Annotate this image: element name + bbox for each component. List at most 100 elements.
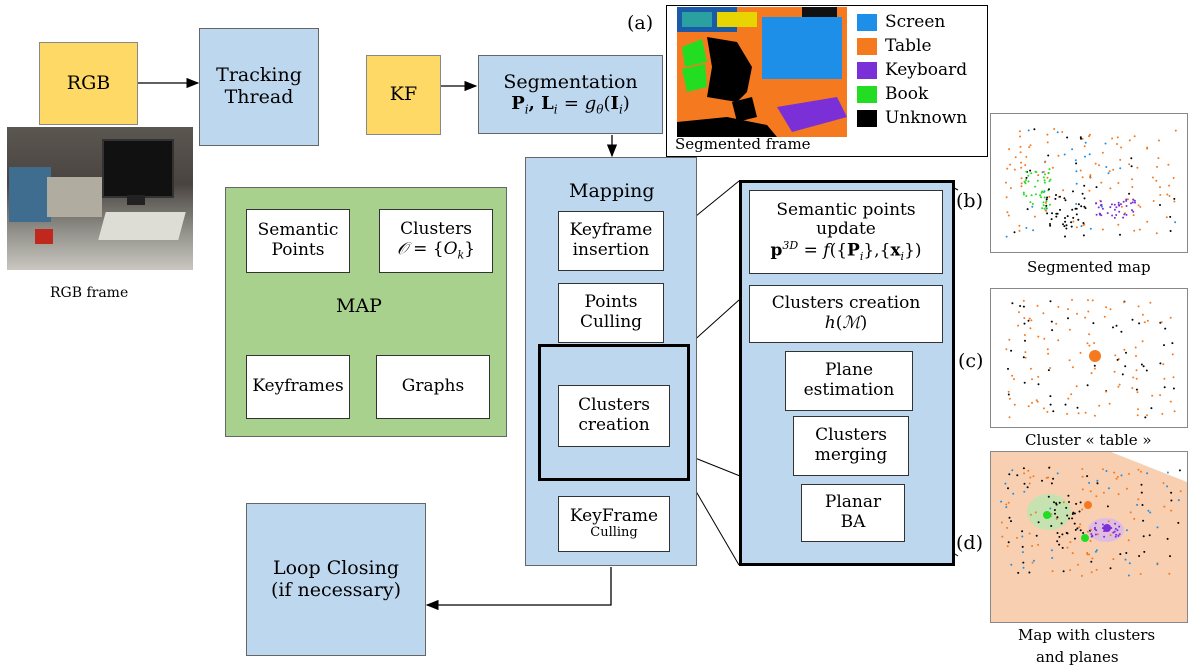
legend-item: Screen [857, 12, 945, 32]
point-cloud-dot [1163, 344, 1165, 347]
point-cloud-dot [1048, 466, 1051, 469]
point-cloud-dot [1123, 301, 1126, 304]
point-cloud-dot [1067, 397, 1070, 400]
point-cloud-dot [1149, 511, 1152, 514]
point-cloud-dot [1064, 403, 1067, 406]
point-cloud-dot [1070, 393, 1073, 396]
point-cloud-dot [1096, 533, 1099, 536]
point-cloud-dot [1128, 472, 1130, 475]
point-cloud-dot [1028, 532, 1031, 535]
point-cloud-dot [1088, 135, 1090, 138]
point-cloud-dot [1084, 207, 1087, 210]
point-cloud-dot [1156, 165, 1158, 168]
loop-closing-label-1: Loop Closing [273, 556, 399, 579]
clusters-creation-left-label-2: creation [578, 415, 650, 435]
point-cloud-dot [1168, 184, 1171, 187]
point-cloud-dot [1127, 574, 1130, 577]
point-cloud-dot [1170, 491, 1173, 494]
point-cloud-dot [1081, 192, 1084, 195]
point-cloud-dot [1066, 215, 1069, 218]
point-cloud-dot [1055, 212, 1058, 215]
legend-item: Book [857, 84, 928, 104]
point-cloud-dot [1133, 517, 1136, 520]
point-cloud-dot [1089, 227, 1092, 230]
clusters-merging-box: Clusters merging [793, 416, 909, 476]
point-cloud-dot [1066, 514, 1069, 517]
point-cloud-dot [1058, 543, 1061, 546]
point-cloud-dot [1179, 490, 1182, 493]
point-cloud-dot [1063, 197, 1066, 200]
point-cloud-dot [1137, 498, 1140, 501]
point-cloud-dot [1073, 512, 1076, 515]
point-cloud-dot [1074, 159, 1077, 162]
point-cloud-dot [1083, 184, 1086, 187]
point-cloud-dot [1156, 526, 1159, 529]
point-cloud-dot [1046, 196, 1049, 199]
point-cloud-dot [1028, 482, 1031, 485]
point-cloud-dot [1117, 182, 1120, 184]
point-cloud-dot [1115, 324, 1118, 327]
point-cloud-dot [1142, 519, 1145, 522]
point-cloud-dot [1103, 315, 1106, 318]
point-cloud-dot [1076, 527, 1079, 530]
semantic-points-label-1: Semantic [257, 220, 339, 241]
point-cloud-dot [1082, 532, 1085, 534]
point-cloud-dot [1007, 501, 1010, 504]
point-cloud-dot [1095, 568, 1098, 571]
point-cloud-dot [1062, 223, 1064, 226]
point-cloud-dot [1013, 403, 1016, 406]
point-cloud-dot [1074, 207, 1077, 210]
point-cloud-dot [1108, 402, 1111, 405]
point-cloud-dot [1169, 215, 1172, 218]
point-cloud-dot [1056, 472, 1059, 475]
point-cloud-dot [1083, 145, 1086, 148]
point-cloud-dot [1133, 199, 1136, 202]
point-cloud-dot [1022, 467, 1025, 470]
point-cloud-dot [1143, 321, 1146, 324]
point-cloud-dot [1065, 227, 1068, 230]
point-cloud-dot [1090, 571, 1093, 574]
point-cloud-dot [1159, 193, 1162, 196]
point-cloud-dot [1166, 537, 1169, 540]
point-cloud-dot [1113, 208, 1116, 211]
point-cloud-dot [1075, 226, 1078, 229]
point-cloud-dot [1067, 308, 1069, 311]
point-cloud-dot [1136, 166, 1139, 169]
point-cloud-dot [1036, 179, 1039, 182]
point-cloud-dot [1075, 182, 1078, 185]
point-cloud-dot [1114, 527, 1117, 530]
keyframe-insertion-box: Keyframe insertion [558, 211, 664, 271]
point-cloud-dot [1116, 136, 1119, 139]
point-cloud-dot [1056, 532, 1059, 534]
label-a: (a) [627, 12, 654, 34]
point-cloud-dot [1079, 529, 1082, 532]
point-cloud-dot [1089, 540, 1092, 542]
point-cloud-dot [1072, 216, 1075, 219]
point-cloud-dot [1049, 367, 1052, 369]
point-cloud-dot [1170, 509, 1173, 512]
point-cloud-dot [1109, 206, 1112, 209]
point-cloud-dot [1159, 186, 1161, 189]
point-cloud-dot [1077, 563, 1079, 566]
point-cloud-dot [1117, 385, 1120, 388]
point-cloud-dot [1109, 567, 1112, 570]
point-cloud-dot [1030, 319, 1033, 322]
point-cloud-dot [1047, 154, 1050, 157]
point-cloud-dot [1101, 228, 1104, 231]
point-cloud-dot [1014, 156, 1017, 159]
label-b: (b) [956, 190, 983, 212]
legend: Screen Table Keyboard Book Unknown [857, 12, 987, 132]
point-cloud-dot [1075, 202, 1078, 205]
point-cloud-dot [1075, 162, 1078, 165]
rgb-box: RGB [39, 42, 138, 125]
tracking-label-1: Tracking [216, 64, 302, 87]
point-cloud-dot [1119, 553, 1122, 556]
point-cloud-dot [1126, 198, 1129, 201]
point-cloud-dot [1121, 373, 1124, 376]
keyboard-shape [98, 212, 186, 240]
point-cloud-dot [1057, 154, 1060, 157]
point-cloud-dot [1142, 365, 1145, 368]
point-cloud-dot [1024, 339, 1026, 342]
plane-estimation-label-1: Plane [824, 360, 874, 381]
point-cloud-dot [1136, 391, 1139, 394]
